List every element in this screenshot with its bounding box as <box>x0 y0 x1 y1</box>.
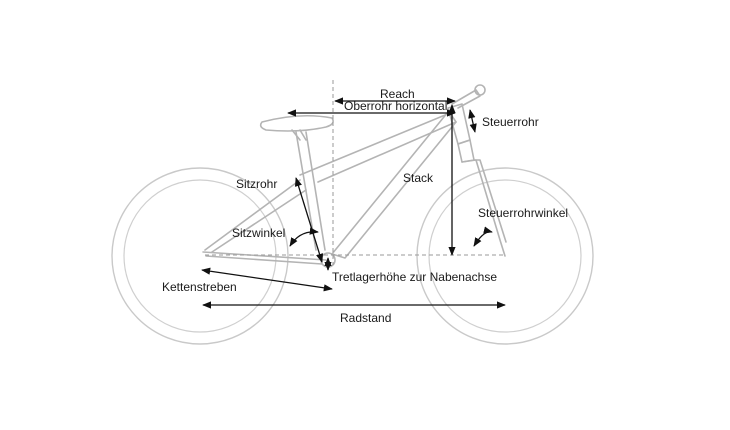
head-tube-arrow <box>468 109 477 133</box>
label-reach: Reach <box>380 87 415 101</box>
seat-angle-arc <box>289 227 319 247</box>
head-angle-arc <box>473 226 493 247</box>
label-top-tube: Oberrohr horizontal <box>344 99 447 113</box>
label-wheelbase: Radstand <box>340 311 391 325</box>
front-wheel <box>416 167 594 345</box>
labels: Reach Oberrohr horizontal Steuerrohr Sta… <box>162 87 568 325</box>
seat-tube-arrow <box>294 177 324 263</box>
label-bb-height: Tretlagerhöhe zur Nabenachse <box>332 270 497 284</box>
label-seat-tube: Sitzrohr <box>236 177 277 191</box>
chainstay-arrow <box>201 267 333 292</box>
label-head-tube: Steuerrohr <box>482 115 539 129</box>
dimension-arrows <box>201 97 506 309</box>
label-seat-angle: Sitzwinkel <box>232 226 285 240</box>
label-head-angle: Steuerrohrwinkel <box>478 206 568 220</box>
bike-frame <box>202 84 507 268</box>
label-chainstays: Kettenstreben <box>162 280 237 294</box>
label-stack: Stack <box>403 171 434 185</box>
